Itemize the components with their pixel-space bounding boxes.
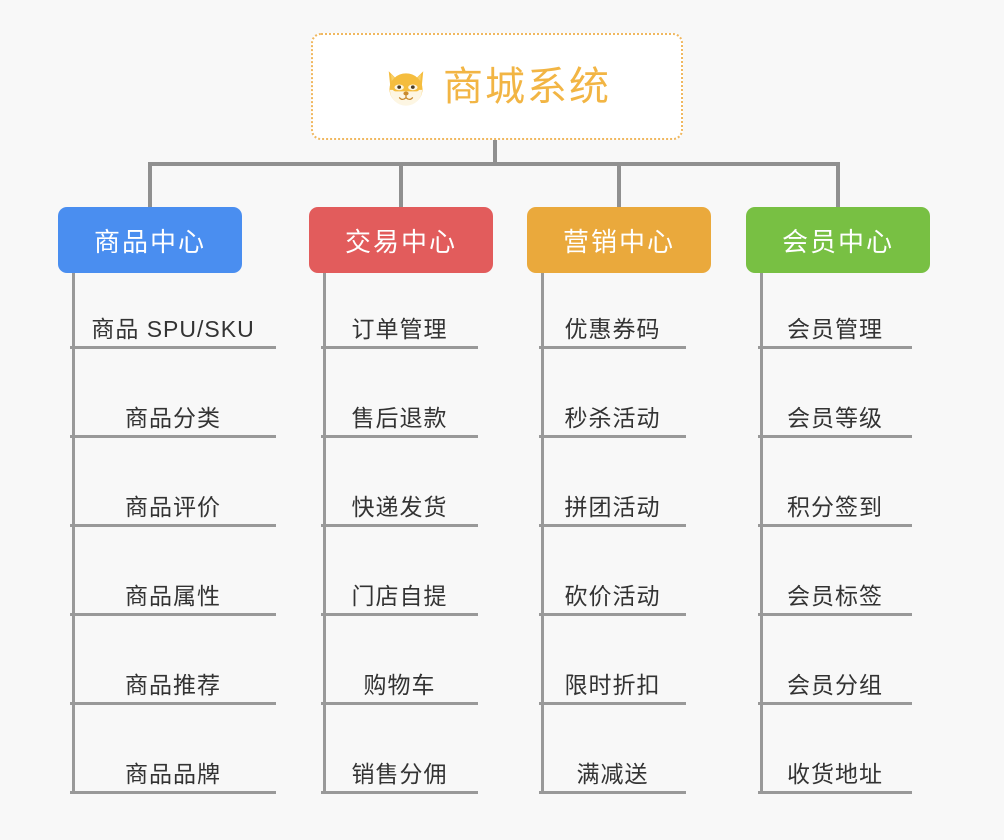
root-title: 商城系统 bbox=[443, 64, 611, 109]
branch-spine bbox=[72, 273, 75, 794]
leaf-item[interactable]: 门店自提 bbox=[321, 563, 478, 616]
drop-line-4 bbox=[836, 162, 840, 207]
category-label: 会员中心 bbox=[781, 226, 894, 257]
leaf-item-label: 砍价活动 bbox=[564, 582, 661, 609]
leaf-item-label: 门店自提 bbox=[351, 582, 448, 609]
drop-line-3 bbox=[617, 162, 621, 207]
category-label: 交易中心 bbox=[344, 226, 457, 257]
leaf-item-label: 收货地址 bbox=[787, 760, 883, 787]
leaf-item[interactable]: 快递发货 bbox=[321, 474, 478, 527]
leaf-item[interactable]: 商品分类 bbox=[70, 385, 276, 438]
category-box-3[interactable]: 营销中心 bbox=[527, 207, 711, 273]
leaf-item-label: 会员标签 bbox=[787, 582, 883, 609]
leaf-item[interactable]: 限时折扣 bbox=[539, 652, 686, 705]
leaf-item[interactable]: 砍价活动 bbox=[539, 563, 686, 616]
leaf-item-label: 订单管理 bbox=[351, 315, 448, 342]
root-node-商城系统[interactable]: 商城系统 bbox=[311, 33, 683, 140]
leaf-item-label: 商品分类 bbox=[125, 404, 221, 431]
leaf-item-label: 商品推荐 bbox=[125, 671, 221, 698]
leaf-item-label: 积分签到 bbox=[787, 493, 883, 520]
leaf-item-label: 会员分组 bbox=[787, 671, 883, 698]
leaf-item-label: 快递发货 bbox=[351, 493, 448, 520]
leaf-item-label: 购物车 bbox=[363, 671, 436, 698]
trunk-line bbox=[149, 162, 838, 166]
category-box-4[interactable]: 会员中心 bbox=[746, 207, 930, 273]
leaf-item[interactable]: 会员等级 bbox=[758, 385, 912, 438]
leaf-item-label: 优惠券码 bbox=[564, 315, 661, 342]
leaf-item[interactable]: 购物车 bbox=[321, 652, 478, 705]
leaf-item[interactable]: 秒杀活动 bbox=[539, 385, 686, 438]
leaf-item-label: 商品品牌 bbox=[125, 760, 221, 787]
leaf-item-label: 限时折扣 bbox=[564, 671, 661, 698]
category-label: 营销中心 bbox=[562, 226, 675, 257]
drop-line-2 bbox=[399, 162, 403, 207]
category-box-1[interactable]: 商品中心 bbox=[58, 207, 242, 273]
leaf-item-label: 商品 SPU/SKU bbox=[91, 315, 255, 342]
leaf-item[interactable]: 商品 SPU/SKU bbox=[70, 296, 276, 349]
leaf-item[interactable]: 收货地址 bbox=[758, 741, 912, 794]
drop-line-1 bbox=[148, 162, 152, 207]
leaf-item[interactable]: 售后退款 bbox=[321, 385, 478, 438]
leaf-item-label: 会员等级 bbox=[787, 404, 883, 431]
leaf-item[interactable]: 商品评价 bbox=[70, 474, 276, 527]
leaf-item[interactable]: 销售分佣 bbox=[321, 741, 478, 794]
leaf-item-label: 满减送 bbox=[576, 760, 649, 787]
branch-spine bbox=[541, 273, 544, 794]
leaf-item-label: 商品属性 bbox=[125, 582, 221, 609]
leaf-item-label: 商品评价 bbox=[125, 493, 221, 520]
category-label: 商品中心 bbox=[93, 226, 206, 257]
leaf-item-label: 拼团活动 bbox=[564, 493, 661, 520]
leaf-item-label: 秒杀活动 bbox=[564, 404, 661, 431]
branch-spine bbox=[760, 273, 763, 794]
leaf-item-label: 会员管理 bbox=[787, 315, 883, 342]
root-stem-line bbox=[493, 140, 497, 166]
leaf-item[interactable]: 会员管理 bbox=[758, 296, 912, 349]
leaf-item[interactable]: 满减送 bbox=[539, 741, 686, 794]
leaf-item[interactable]: 商品属性 bbox=[70, 563, 276, 616]
shiba-dog-icon bbox=[388, 70, 424, 106]
leaf-item[interactable]: 会员标签 bbox=[758, 563, 912, 616]
leaf-item[interactable]: 订单管理 bbox=[321, 296, 478, 349]
leaf-item-label: 售后退款 bbox=[351, 404, 448, 431]
leaf-item[interactable]: 积分签到 bbox=[758, 474, 912, 527]
leaf-item[interactable]: 商品推荐 bbox=[70, 652, 276, 705]
leaf-item[interactable]: 优惠券码 bbox=[539, 296, 686, 349]
leaf-item-label: 销售分佣 bbox=[351, 760, 448, 787]
leaf-item[interactable]: 会员分组 bbox=[758, 652, 912, 705]
category-box-2[interactable]: 交易中心 bbox=[309, 207, 493, 273]
branch-spine bbox=[323, 273, 326, 794]
leaf-item[interactable]: 商品品牌 bbox=[70, 741, 276, 794]
leaf-item[interactable]: 拼团活动 bbox=[539, 474, 686, 527]
